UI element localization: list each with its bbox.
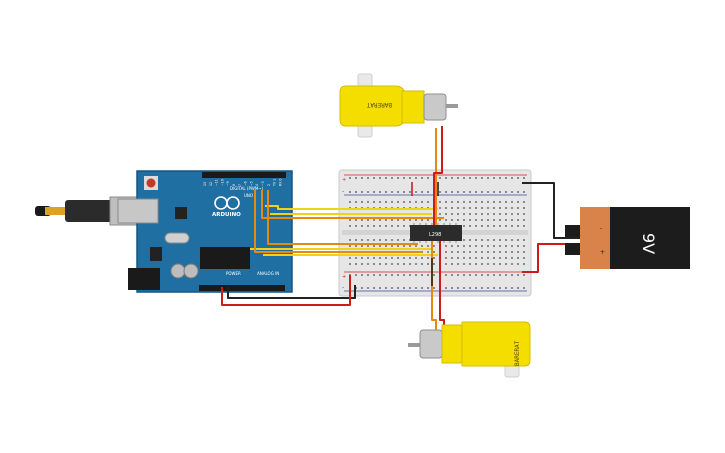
wire-arduino-5v: [221, 275, 351, 306]
arduino-logo-text: ARDUINO: [212, 212, 241, 218]
rail-plus-top: +: [342, 177, 346, 183]
rail-plus-bottom: +: [342, 274, 346, 280]
wire-battery-black: [522, 182, 580, 239]
arduino-uno-text: UNO: [244, 193, 253, 198]
motor-top[interactable]: BARERAT: [339, 73, 458, 138]
l298-chip[interactable]: L298: [410, 223, 462, 243]
digital-label: DIGITAL (PWM~): [230, 186, 264, 191]
battery-voltage-label: 9V: [639, 233, 658, 254]
wire-orange-1: [261, 190, 444, 219]
chip-label: L298: [429, 232, 441, 238]
breadboard[interactable]: + - + - L298: [338, 169, 532, 297]
power-label: POWER: [226, 271, 241, 276]
rail-minus-bottom: -: [342, 284, 344, 291]
wire-orange-2: [267, 190, 418, 245]
motor-top-label: BARERAT: [366, 101, 392, 108]
pin-label: 13: [203, 182, 207, 186]
arduino-logo-icon: [214, 196, 240, 210]
wire-arduino-gnd: [227, 285, 356, 299]
pin-label: ~3: [261, 181, 265, 186]
motor-bottom[interactable]: BARERAT: [408, 321, 531, 378]
arduino-board[interactable]: ARDUINO UNO DIGITAL (PWM~) POWER ANALOG …: [117, 170, 293, 293]
wire-orange-3: [254, 190, 422, 253]
wire-yellow-1: [265, 205, 438, 210]
wire-battery-red: [522, 243, 580, 273]
battery-plus: +: [600, 249, 605, 256]
wire-motor-top-red: [433, 126, 443, 225]
pin-label: ~9: [226, 181, 230, 186]
pin-label: TX 1: [273, 179, 277, 187]
breadboard-holes: [349, 177, 525, 289]
pin-label: 4: [255, 184, 259, 186]
analog-label: ANALOG IN: [257, 271, 279, 276]
rail-minus-top: -: [342, 188, 344, 195]
pin-label: 7: [238, 184, 242, 186]
battery-9v[interactable]: - + 9V: [565, 207, 690, 269]
motor-bottom-label: BARERAT: [514, 340, 521, 366]
pin-label: ~6: [244, 181, 248, 186]
pin-label: ~10: [220, 179, 224, 186]
pin-label: ~5: [249, 181, 253, 186]
pin-label: 12: [209, 182, 213, 186]
battery-minus: -: [600, 225, 602, 232]
pin-label: 2: [267, 184, 271, 186]
pin-label: RX 0: [278, 179, 282, 186]
wires: [221, 126, 580, 333]
pin-label: 8: [232, 184, 236, 186]
pin-label: ~11: [215, 179, 219, 186]
